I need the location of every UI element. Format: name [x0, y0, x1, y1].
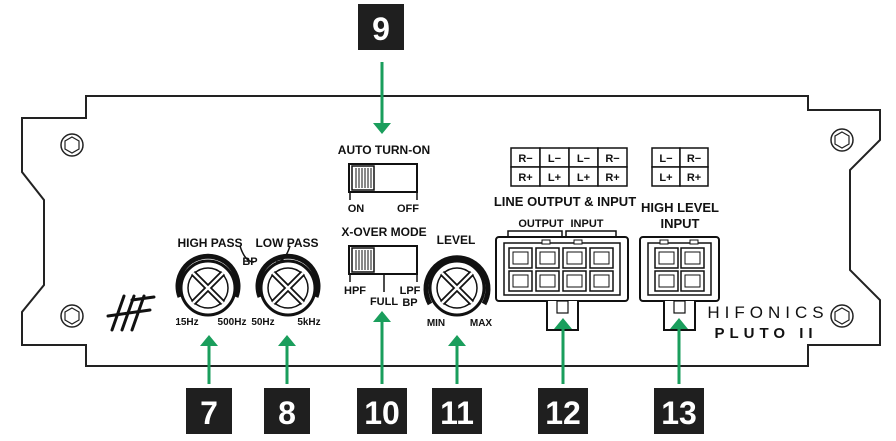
svg-text:11: 11 [440, 395, 474, 431]
line-input-label: INPUT [571, 218, 604, 230]
brand-name: HIFONICS [707, 303, 828, 322]
callout-11: 11 [432, 388, 482, 434]
level-title: LEVEL [437, 233, 476, 247]
arrow-icon [200, 335, 218, 384]
crossover-hpf-label: HPF [344, 285, 366, 297]
arrow-icon [448, 335, 466, 384]
crossover-mode-switch[interactable] [348, 245, 418, 275]
low-pass-title: LOW PASS [255, 236, 318, 250]
brand-model: PLUTO II [714, 325, 817, 342]
pin-label: L+ [577, 172, 590, 184]
pin-label: R− [605, 153, 619, 165]
high-pass-knob[interactable] [175, 253, 241, 317]
pin-label: L− [548, 153, 561, 165]
screw-icon [60, 133, 84, 157]
high-level-pin-table [651, 147, 709, 187]
auto-turn-on-switch[interactable] [348, 163, 418, 193]
high-pass-title: HIGH PASS [177, 236, 242, 250]
screw-icon [830, 304, 854, 328]
svg-text:7: 7 [200, 395, 218, 431]
arrow-icon [278, 335, 296, 384]
low-pass-max-label: 5kHz [297, 317, 320, 328]
high-level-title-2: INPUT [661, 216, 700, 231]
panel-outline [21, 95, 881, 367]
high-pass-min-label: 15Hz [175, 317, 198, 328]
low-pass-min-label: 50Hz [251, 317, 274, 328]
pin-label: L+ [548, 172, 561, 184]
high-level-connector[interactable] [639, 236, 720, 331]
arrow-icon [373, 311, 391, 384]
pin-label: R− [518, 153, 532, 165]
arrow-icon [373, 62, 391, 134]
svg-text:9: 9 [372, 11, 390, 47]
crossover-title: X-OVER MODE [341, 225, 426, 239]
svg-text:8: 8 [278, 395, 296, 431]
svg-text:10: 10 [364, 395, 400, 431]
callout-10: 10 [357, 388, 407, 434]
crossover-bp-label: BP [402, 297, 417, 309]
crossover-lpf-label: LPF [400, 285, 421, 297]
callout-7: 7 [186, 388, 232, 434]
callout-12: 12 [538, 388, 588, 434]
auto-turn-on-on-label: ON [348, 203, 365, 215]
svg-text:13: 13 [661, 395, 697, 431]
level-min-label: MIN [427, 318, 445, 329]
bp-label: BP [242, 256, 257, 268]
line-output-label: OUTPUT [518, 218, 564, 230]
arrow-icon [554, 318, 572, 384]
auto-turn-on-title: AUTO TURN-ON [338, 143, 430, 157]
low-pass-knob[interactable] [255, 253, 321, 317]
screw-icon [830, 128, 854, 152]
crossover-full-label: FULL [370, 296, 398, 308]
callout-8: 8 [264, 388, 310, 434]
line-io-title: LINE OUTPUT & INPUT [494, 194, 636, 209]
level-max-label: MAX [470, 318, 493, 329]
callout-9: 9 [358, 4, 404, 50]
pin-label: R+ [518, 172, 532, 184]
line-io-pin-table [510, 147, 628, 187]
screw-icon [60, 304, 84, 328]
high-level-title: HIGH LEVEL [641, 200, 719, 215]
level-knob[interactable] [423, 255, 491, 317]
svg-text:12: 12 [545, 395, 581, 431]
brand-logo-icon [106, 294, 156, 332]
pin-label: R+ [687, 172, 701, 184]
pin-label: L− [659, 153, 672, 165]
callout-13: 13 [654, 388, 704, 434]
pin-label: L− [577, 153, 590, 165]
auto-turn-on-off-label: OFF [397, 203, 419, 215]
line-io-connector[interactable] [495, 236, 629, 331]
arrow-icon [670, 318, 688, 384]
pin-label: L+ [659, 172, 672, 184]
high-pass-max-label: 500Hz [218, 317, 247, 328]
pin-label: R+ [605, 172, 619, 184]
pin-label: R− [687, 153, 701, 165]
